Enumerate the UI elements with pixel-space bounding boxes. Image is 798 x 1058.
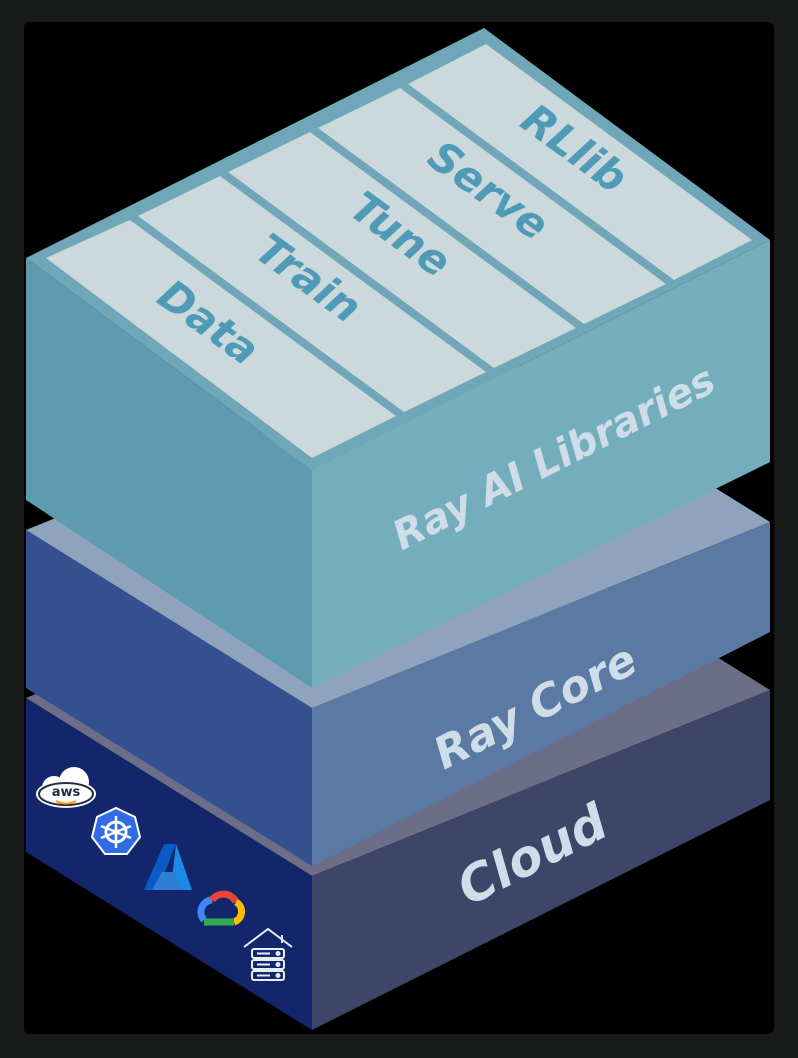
libraries-layer-left bbox=[26, 258, 312, 688]
core-layer-left bbox=[26, 530, 312, 866]
core-layer-front bbox=[312, 522, 770, 866]
library-cell-serve bbox=[318, 88, 666, 324]
cloud-layer-left bbox=[26, 698, 312, 1030]
azure-logo-icon bbox=[144, 844, 192, 890]
library-cell-rllib bbox=[408, 44, 752, 280]
aws-cloud-icon: aws bbox=[36, 767, 96, 808]
kubernetes-helm-icon bbox=[90, 806, 142, 855]
library-cell-tune bbox=[228, 132, 576, 368]
cloud-layer-front bbox=[312, 690, 770, 1030]
libraries-layer-front bbox=[312, 240, 770, 688]
google-cloud-icon bbox=[197, 890, 245, 926]
library-cell-data bbox=[46, 220, 396, 458]
library-cell-train bbox=[138, 176, 486, 412]
svg-text:aws: aws bbox=[52, 785, 81, 800]
on-premise-server-icon bbox=[243, 927, 293, 981]
